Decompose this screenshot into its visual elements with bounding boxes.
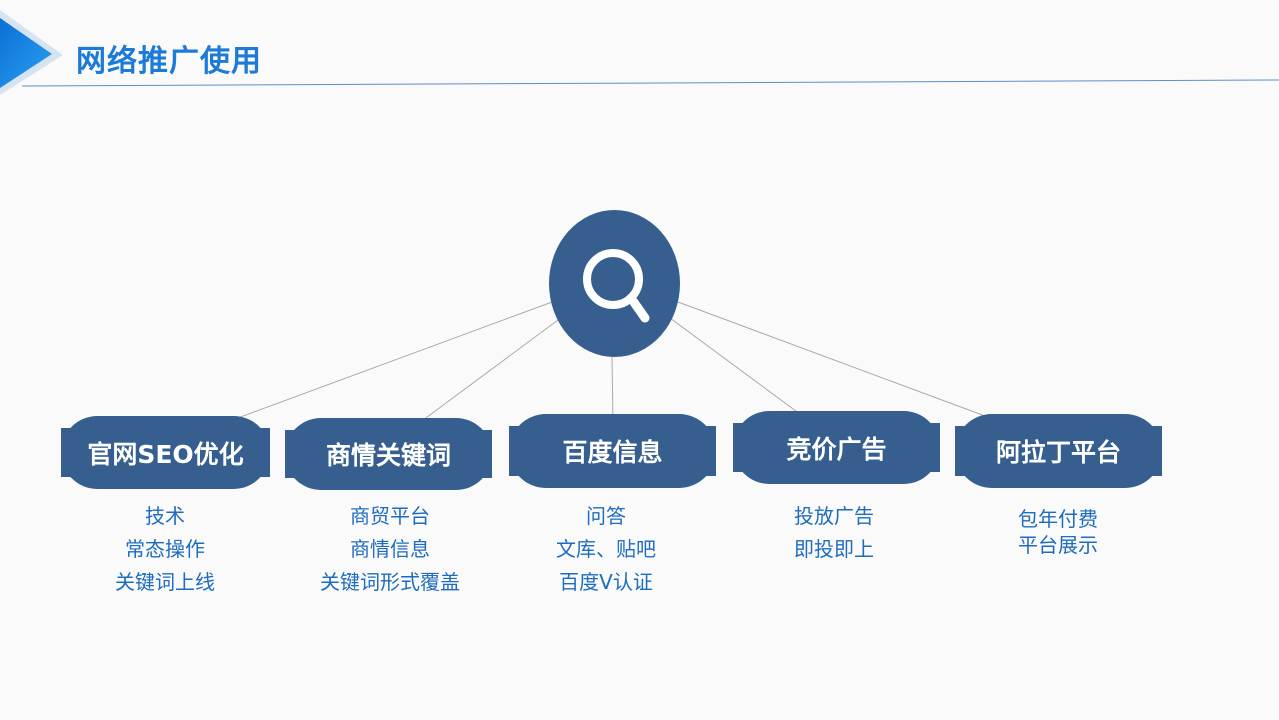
page-title: 网络推广使用 [76, 44, 262, 79]
list-item: 包年付费 [1018, 507, 1098, 531]
category-pill-aladdin-platform: 阿拉丁平台 [955, 414, 1162, 488]
list-item: 技术 [145, 504, 185, 528]
category-label: 竞价广告 [786, 434, 887, 464]
connector-line [215, 301, 553, 427]
title-underline [21, 79, 1279, 87]
list-item: 关键词上线 [115, 570, 215, 594]
category-label: 官网SEO优化 [87, 439, 244, 469]
list-item: 即投即上 [794, 537, 874, 561]
category-label: 商情关键词 [325, 441, 451, 470]
connector-line [611, 355, 614, 425]
list-item: 关键词形式覆盖 [320, 570, 460, 594]
category-pill-business-keywords: 商情关键词 [285, 418, 492, 490]
list-item: 商情信息 [350, 537, 430, 561]
category-label: 阿拉丁平台 [995, 438, 1121, 467]
category-items-seo: 技术 常态操作 关键词上线 [65, 500, 265, 599]
category-pill-bidding-ads: 竞价广告 [733, 411, 940, 484]
connector-line [669, 317, 809, 421]
list-item: 常态操作 [125, 537, 205, 561]
connector-line [414, 319, 559, 427]
list-item: 商贸平台 [350, 504, 430, 528]
category-label: 百度信息 [562, 438, 663, 467]
connector-line [677, 301, 986, 417]
category-items-bidding-ads: 投放广告 即投即上 [734, 500, 934, 566]
category-items-business-keywords: 商贸平台 商情信息 关键词形式覆盖 [290, 500, 490, 599]
list-item: 百度V认证 [559, 570, 653, 594]
list-item: 问答 [586, 504, 626, 528]
list-item: 文库、贴吧 [556, 537, 656, 561]
category-pill-baidu-info: 百度信息 [509, 414, 716, 488]
category-pill-seo: 官网SEO优化 [61, 416, 270, 489]
hub-circle [549, 210, 680, 357]
list-item: 投放广告 [794, 504, 874, 528]
list-item: 平台展示 [1018, 533, 1098, 557]
category-items-baidu-info: 问答 文库、贴吧 百度V认证 [506, 500, 706, 599]
corner-arrow-decoration [0, 10, 63, 95]
category-items-aladdin-platform: 包年付费 平台展示 [958, 506, 1158, 558]
search-icon [583, 249, 650, 323]
